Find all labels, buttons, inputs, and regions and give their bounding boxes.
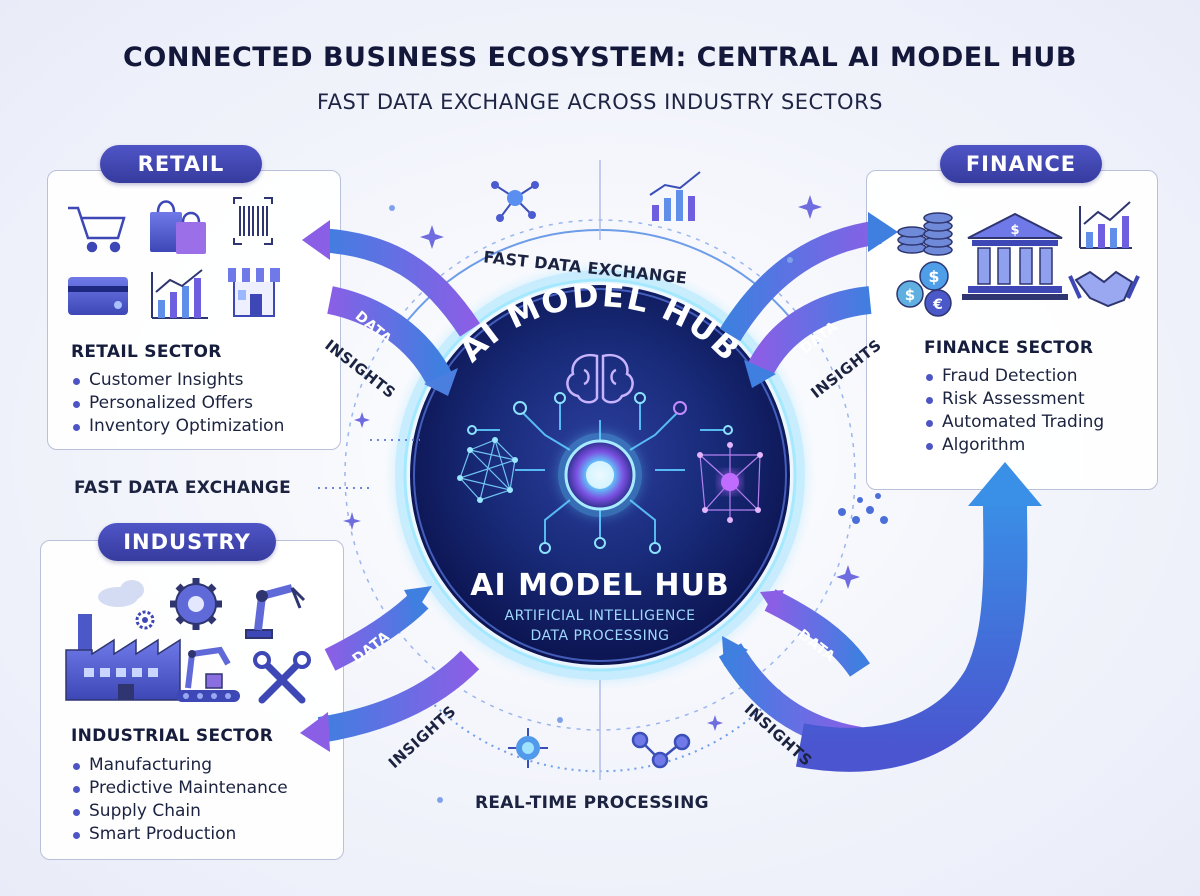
- arrow-retail-insights: [326, 286, 453, 387]
- bar-chart-icon: [649, 171, 701, 221]
- list-item: Automated Trading: [926, 411, 1104, 434]
- hub-subtitle-line1: ARTIFICIAL INTELLIGENCE: [504, 608, 696, 624]
- tools-icon: [253, 651, 311, 704]
- barcode-icon: [233, 197, 273, 245]
- fast-exchange-left-label: FAST DATA EXCHANGE: [74, 478, 292, 498]
- factory-icon: [65, 614, 181, 701]
- growth-chart-icon: [151, 269, 208, 319]
- list-item: Predictive Maintenance: [73, 777, 288, 800]
- hub-sphere-rim: [413, 288, 787, 662]
- finance-list: Fraud Detection Risk Assessment Automate…: [926, 365, 1104, 457]
- shopping-cart-icon: [68, 206, 126, 253]
- hub-subtitle-line2: DATA PROCESSING: [530, 628, 670, 644]
- retail-pill: RETAIL: [100, 145, 262, 183]
- handshake-icon: [1068, 270, 1140, 308]
- arrow-finance-insights: [747, 286, 872, 377]
- arrow-retail-data: [319, 228, 480, 337]
- finance-sector-title: FINANCE SECTOR: [924, 338, 1094, 358]
- hub-subtitle: ARTIFICIAL INTELLIGENCE DATA PROCESSING: [445, 606, 755, 646]
- currency-coins-icon: $ $ €: [896, 261, 952, 317]
- list-item: Customer Insights: [73, 369, 284, 392]
- arrow-to-finance-big: [795, 499, 1028, 772]
- industry-sector-title: INDUSTRIAL SECTOR: [71, 726, 274, 746]
- arrow-industry-insights: [317, 650, 480, 743]
- arrow-bottom-right-data: [764, 589, 870, 677]
- brain-icon: [566, 353, 634, 404]
- shopping-bags-icon: [150, 200, 206, 254]
- circuit-nodes: [467, 392, 733, 554]
- arrow-finance-data: [719, 220, 882, 342]
- industry-pill: INDUSTRY: [98, 523, 276, 561]
- list-item: Manufacturing: [73, 754, 288, 777]
- svg-text:€: €: [932, 297, 943, 313]
- hub-title: AI MODEL HUB: [470, 568, 730, 603]
- list-item: Supply Chain: [73, 800, 288, 823]
- small-gear-icon: [135, 610, 155, 630]
- list-item: Risk Assessment: [926, 388, 1104, 411]
- retail-sector-title: RETAIL SECTOR: [71, 342, 222, 362]
- svg-text:$: $: [928, 267, 939, 286]
- cloud-icon: [98, 580, 144, 607]
- svg-text:$: $: [905, 286, 915, 304]
- robot-arm-icon: [245, 584, 306, 639]
- list-item: Algorithm: [926, 434, 1104, 457]
- industry-list: Manufacturing Predictive Maintenance Sup…: [73, 754, 288, 846]
- list-item: Personalized Offers: [73, 392, 284, 415]
- credit-card-icon: [68, 277, 128, 315]
- circuit-lines: [475, 400, 725, 545]
- glow-ring: [395, 270, 805, 680]
- bank-icon: $: [962, 212, 1068, 300]
- finance-pill: FINANCE: [940, 145, 1102, 183]
- list-item: Inventory Optimization: [73, 415, 284, 438]
- storefront-icon: [228, 268, 280, 317]
- list-item: Smart Production: [73, 823, 288, 846]
- retail-list: Customer Insights Personalized Offers In…: [73, 369, 284, 438]
- sparkle-icons: [343, 195, 860, 731]
- glow-ring-inner: [403, 278, 797, 672]
- svg-text:$: $: [1010, 223, 1019, 238]
- gear-icon: [170, 578, 222, 630]
- finance-chart-icon: [1079, 201, 1132, 249]
- page-title: CONNECTED BUSINESS ECOSYSTEM: CENTRAL AI…: [123, 42, 1077, 73]
- page-subtitle: FAST DATA EXCHANGE ACROSS INDUSTRY SECTO…: [316, 90, 883, 114]
- real-time-processing-label: REAL-TIME PROCESSING: [475, 793, 709, 813]
- assembly-line-icon: [176, 646, 240, 702]
- list-item: Fraud Detection: [926, 365, 1104, 388]
- hub-node-icon: [508, 728, 548, 768]
- link-node-icon: [631, 731, 691, 769]
- coin-stack-icon: [897, 212, 953, 256]
- dots-cluster-icon: [838, 493, 888, 524]
